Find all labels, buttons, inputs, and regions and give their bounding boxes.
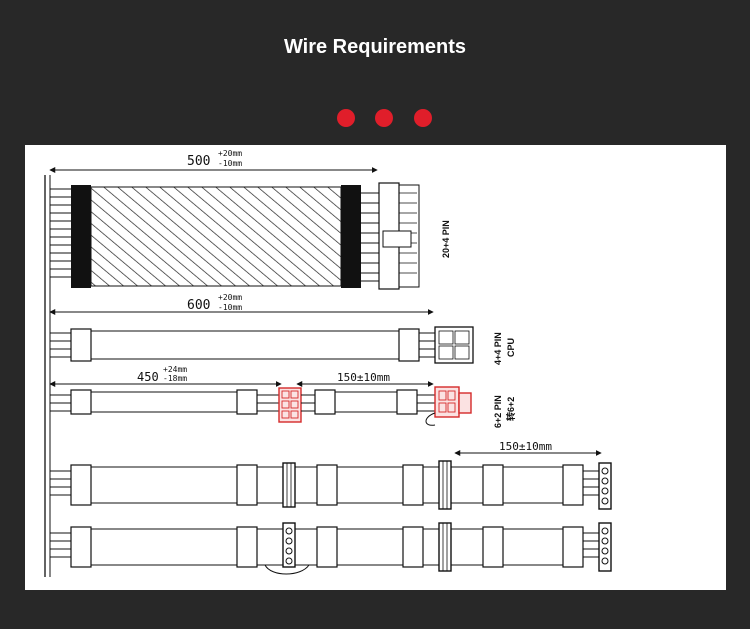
- pcie-tol-plus: +24mm: [163, 365, 187, 374]
- molex-inline-connector: [282, 522, 296, 568]
- peripheral-segment-length: 150±10mm: [499, 440, 552, 453]
- atx-sleeve-right: [341, 185, 361, 288]
- pcie-inline-connector: [278, 387, 302, 423]
- cpu-length-main: 600: [187, 298, 210, 313]
- wire-diagram: 500 +20mm -10mm: [25, 145, 726, 590]
- pcie-pin-label-1: 6+2 PIN: [493, 395, 503, 428]
- molex-connector-1: [598, 462, 612, 510]
- cpu-cable: 600 +20mm -10mm 4+4 PIN CPU: [49, 293, 516, 365]
- atx-tol-plus: +20mm: [218, 149, 242, 158]
- cpu-connector: [434, 326, 474, 364]
- dot-1: [337, 109, 355, 127]
- wire-diagram-svg: 500 +20mm -10mm: [44, 149, 612, 577]
- dot-3: [414, 109, 432, 127]
- peripheral-connector-2b: [438, 522, 452, 572]
- cpu-pin-label-1: 4+4 PIN: [493, 332, 503, 365]
- dot-2: [375, 109, 393, 127]
- atx-braided-sleeve: [90, 186, 342, 287]
- atx-cable: 500 +20mm -10mm: [49, 149, 451, 290]
- cpu-tol-plus: +20mm: [218, 293, 242, 302]
- cpu-tol-minus: -10mm: [218, 303, 242, 312]
- atx-tol-minus: -10mm: [218, 159, 242, 168]
- atx-sleeve-left: [71, 185, 91, 288]
- peripheral-connector-1b: [438, 460, 452, 510]
- pcie-tol-minus: -18mm: [163, 374, 187, 383]
- atx-length-main: 500: [187, 154, 210, 169]
- pcie-cable: 450 +24mm -18mm 150±10mm: [49, 365, 516, 428]
- pcie-segment-length: 150±10mm: [337, 371, 390, 384]
- peripheral-cable-1: 150±10mm: [50, 440, 612, 510]
- molex-connector-2: [598, 522, 612, 572]
- atx-pin-label: 20+4 PIN: [441, 220, 451, 258]
- cpu-pin-label-2: CPU: [506, 338, 516, 357]
- page-title: Wire Requirements: [283, 36, 467, 58]
- pcie-length-main: 450: [137, 370, 159, 384]
- peripheral-connector-1a: [282, 462, 296, 508]
- pcie-pin-label-2: 转6+2: [505, 397, 516, 421]
- peripheral-cable-2: [50, 522, 612, 575]
- decorative-dots: [0, 109, 750, 129]
